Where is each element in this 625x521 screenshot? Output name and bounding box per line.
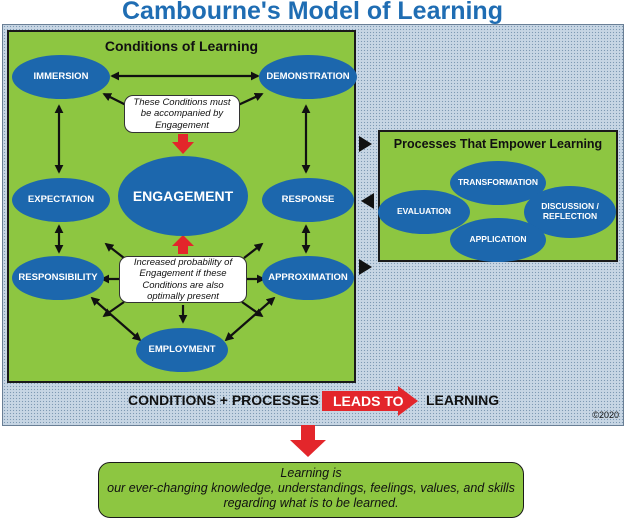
- application-ellipse: APPLICATION: [450, 218, 546, 262]
- arrow-note-left-down: [102, 301, 125, 318]
- learning-definition: Learning is our ever-changing knowledge,…: [98, 462, 524, 518]
- arrow-note-right-down: [241, 301, 264, 318]
- leads-to-label: LEADS TO: [333, 393, 404, 409]
- evaluation-ellipse: EVALUATION: [378, 190, 470, 234]
- arrow-response-note: [243, 242, 264, 259]
- down-red-arrow: [290, 425, 326, 457]
- response-ellipse: RESPONSE: [262, 178, 354, 222]
- arrow-expectation-note: [104, 242, 125, 259]
- copyright: ©2020: [592, 410, 619, 420]
- employment-ellipse: EMPLOYMENT: [136, 328, 228, 372]
- note-top: These Conditions must be accompanied by …: [124, 95, 240, 133]
- immersion-ellipse: IMMERSION: [12, 55, 110, 99]
- arrow-responsibility-employment: [90, 296, 142, 342]
- arrow-demonstration-note: [235, 92, 264, 107]
- arrow-to-processes-bottom: [359, 259, 372, 275]
- conditions-processes-label: CONDITIONS + PROCESSES: [128, 392, 319, 408]
- red-arrow-top: [172, 134, 194, 154]
- red-arrow-bottom: [172, 235, 194, 254]
- note-bottom: Increased probability of Engagement if t…: [119, 256, 247, 303]
- demonstration-ellipse: DEMONSTRATION: [259, 55, 357, 99]
- expectation-ellipse: EXPECTATION: [12, 178, 110, 222]
- engagement-ellipse: ENGAGEMENT: [118, 156, 248, 236]
- responsibility-ellipse: RESPONSIBILITY: [12, 256, 104, 300]
- arrow-to-processes-top: [359, 136, 372, 152]
- arrow-from-processes: [361, 193, 374, 209]
- learning-line-3: regarding what is to be learned.: [223, 496, 399, 510]
- conditions-title: Conditions of Learning: [104, 38, 259, 54]
- approximation-ellipse: APPROXIMATION: [262, 256, 354, 300]
- page-title: Cambourne's Model of Learning: [122, 0, 503, 25]
- learning-line-2: our ever-changing knowledge, understandi…: [107, 481, 515, 495]
- leads-to-arrow: [322, 386, 418, 416]
- processes-title: Processes That Empower Learning: [393, 137, 603, 151]
- learning-line-1: Learning is: [280, 466, 342, 480]
- learning-label: LEARNING: [426, 392, 500, 408]
- arrow-approximation-employment: [224, 296, 276, 342]
